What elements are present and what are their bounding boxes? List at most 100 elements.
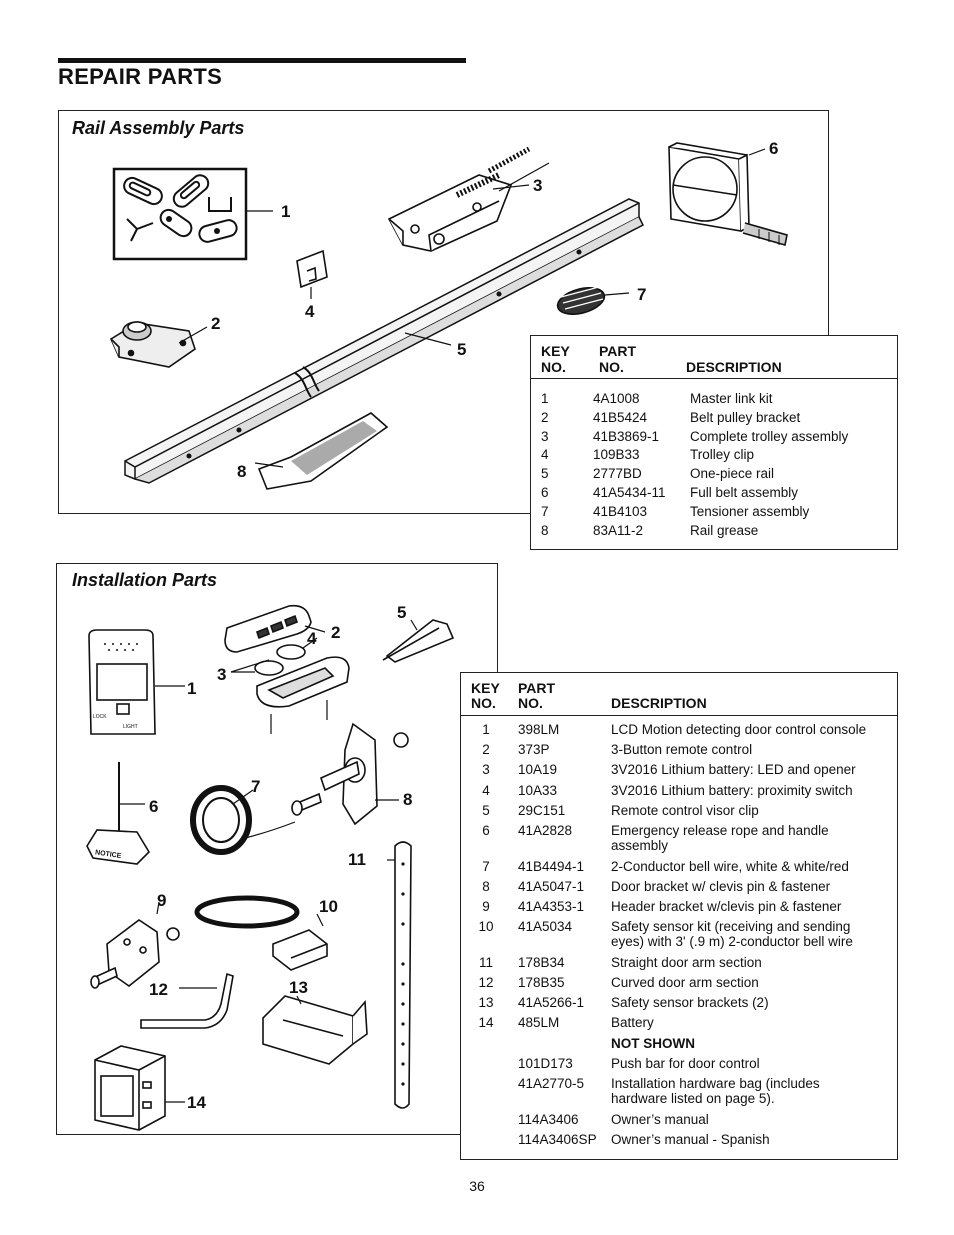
rail-row-part: 41B3869-1: [593, 428, 660, 444]
rail-row-part: 109B33: [593, 447, 640, 463]
rail-row-desc: Trolley clip: [690, 447, 755, 463]
install-callout-9: 9: [157, 891, 166, 910]
curved-door-arm-drawing: [140, 972, 234, 1029]
rail-row-key: 5: [541, 466, 549, 482]
rail-row-desc: Complete trolley assembly: [690, 428, 849, 444]
install-callout-14: 14: [187, 1093, 206, 1112]
install-row-part: 41A5266-1: [518, 995, 585, 1011]
rail-header-part: PART: [599, 343, 637, 359]
install-header-part2: NO.: [518, 695, 543, 711]
install-callout-10: 10: [319, 897, 338, 916]
install-row-desc-cont: assembly: [611, 838, 669, 853]
remote-control-drawing: [224, 604, 312, 653]
rail-row-key: 1: [541, 391, 549, 406]
install-row-key: 1: [482, 722, 490, 737]
install-row-desc: Safety sensor brackets (2): [611, 995, 769, 1011]
install-row-part: 10A19: [518, 762, 558, 778]
rail-callout-2: 2: [211, 314, 220, 333]
install-callout-6: 6: [149, 797, 158, 816]
install-row-key: 2: [482, 742, 490, 758]
rail-row-key: 3: [541, 428, 549, 444]
install-row-part: 10A33: [518, 782, 558, 798]
rail-assembly-panel: Rail Assembly Parts: [58, 110, 829, 514]
belt-pulley-bracket-drawing: [109, 321, 196, 368]
install-row-desc: Door bracket w/ clevis pin & fastener: [611, 878, 831, 894]
install-row-desc: Safety sensor kit (receiving and sending: [611, 919, 851, 935]
trolley-assembly-drawing: [387, 146, 550, 252]
install-callout-13: 13: [289, 978, 308, 997]
install-row-part: 178B34: [518, 954, 565, 970]
install-header-part: PART: [518, 680, 556, 696]
install-row-desc: Owner’s manual: [611, 1111, 709, 1127]
install-row-part: 41A2828: [518, 823, 573, 838]
install-row-desc: Battery: [611, 1015, 654, 1031]
install-row-key: 12: [478, 975, 494, 990]
install-row-desc: 3V2016 Lithium battery: proximity switch: [611, 782, 853, 798]
rail-row-key: 7: [541, 503, 549, 519]
install-row-part: 41B4494-1: [518, 858, 585, 874]
install-row-desc: Remote control visor clip: [611, 802, 759, 818]
full-belt-assembly-drawing: [668, 142, 788, 247]
install-row-desc: NOT SHOWN: [611, 1035, 695, 1051]
rail-row-desc: Belt pulley bracket: [690, 409, 801, 425]
rail-row-part: 4A1008: [593, 391, 640, 406]
install-callout-11: 11: [348, 850, 366, 869]
install-row-part: 398LM: [518, 722, 560, 737]
rail-row-key: 2: [541, 409, 549, 425]
rail-header-desc: DESCRIPTION: [686, 359, 782, 375]
lcd-door-control-console-drawing: LOCK LIGHT: [88, 629, 156, 735]
install-row-desc: Installation hardware bag (includes: [611, 1076, 820, 1091]
install-row-key: 10: [478, 919, 494, 935]
trolley-clip-drawing: [296, 249, 328, 289]
install-row-desc: Emergency release rope and handle: [611, 823, 829, 838]
rail-row-desc: Rail grease: [690, 522, 759, 538]
rail-callout-5: 5: [457, 340, 466, 359]
rail-callout-1: 1: [281, 202, 290, 221]
install-row-key: 9: [482, 899, 490, 914]
install-callout-3: 3: [217, 665, 226, 684]
rail-callout-7: 7: [637, 285, 646, 304]
page-number: 36: [469, 1178, 485, 1194]
tensioner-assembly-drawing: [556, 286, 606, 315]
install-row-part: 485LM: [518, 1015, 560, 1031]
rail-row-part: 41B4103: [593, 503, 648, 519]
emergency-release-drawing: NOTICE: [86, 762, 151, 865]
rail-grease-drawing: [257, 412, 389, 490]
install-callout-7: 7: [251, 777, 260, 796]
install-row-desc: Owner’s manual - Spanish: [611, 1131, 770, 1147]
rail-row-part: 41B5424: [593, 409, 648, 425]
rail-row-part: 2777BD: [593, 466, 642, 482]
install-row-key: 6: [482, 823, 490, 838]
install-row-part: 41A5034: [518, 919, 573, 935]
rail-row-desc: Tensioner assembly: [690, 503, 810, 519]
install-header-key: KEY: [471, 680, 500, 696]
rail-callout-6: 6: [769, 139, 778, 158]
install-callout-1: 1: [187, 679, 196, 698]
install-row-part: 101D173: [518, 1055, 573, 1071]
install-row-part: 41A4353-1: [518, 899, 585, 914]
door-bracket-drawing: [291, 722, 409, 826]
install-table-header: KEY NO. PART NO. DESCRIPTION: [461, 673, 897, 716]
install-callout-8: 8: [403, 790, 412, 809]
bell-wire-drawing: [190, 785, 296, 855]
rail-row-desc: Master link kit: [690, 391, 773, 406]
install-callout-4: 4: [307, 629, 317, 648]
master-link-kit-drawing: [112, 167, 248, 261]
rail-row-part: 83A11-2: [593, 522, 644, 538]
rail-assembly-illustration: 1 2 3 4 5 6 7 8: [109, 139, 788, 490]
install-row-key: 8: [482, 878, 490, 894]
install-row-desc: 3V2016 Lithium battery: LED and opener: [611, 762, 856, 778]
install-row-part: 373P: [518, 742, 550, 758]
rail-row-key: 4: [541, 447, 549, 463]
page-title: REPAIR PARTS: [58, 64, 223, 89]
rail-callout-3: 3: [533, 176, 542, 195]
install-row-key: 3: [482, 762, 490, 778]
install-row-desc: 2-Conductor bell wire, white & white/red: [611, 858, 849, 874]
install-row-key: 7: [482, 858, 490, 874]
install-row-desc: LCD Motion detecting door control consol…: [611, 722, 867, 737]
battery-drawing: [254, 644, 306, 676]
install-row-desc: Straight door arm section: [611, 954, 762, 970]
rail-row-part: 41A5434-11: [593, 485, 666, 500]
rail-callout-8: 8: [237, 462, 246, 481]
installation-parts-table: KEY NO. PART NO. DESCRIPTION 1 398LM LCD M…: [460, 672, 898, 1160]
